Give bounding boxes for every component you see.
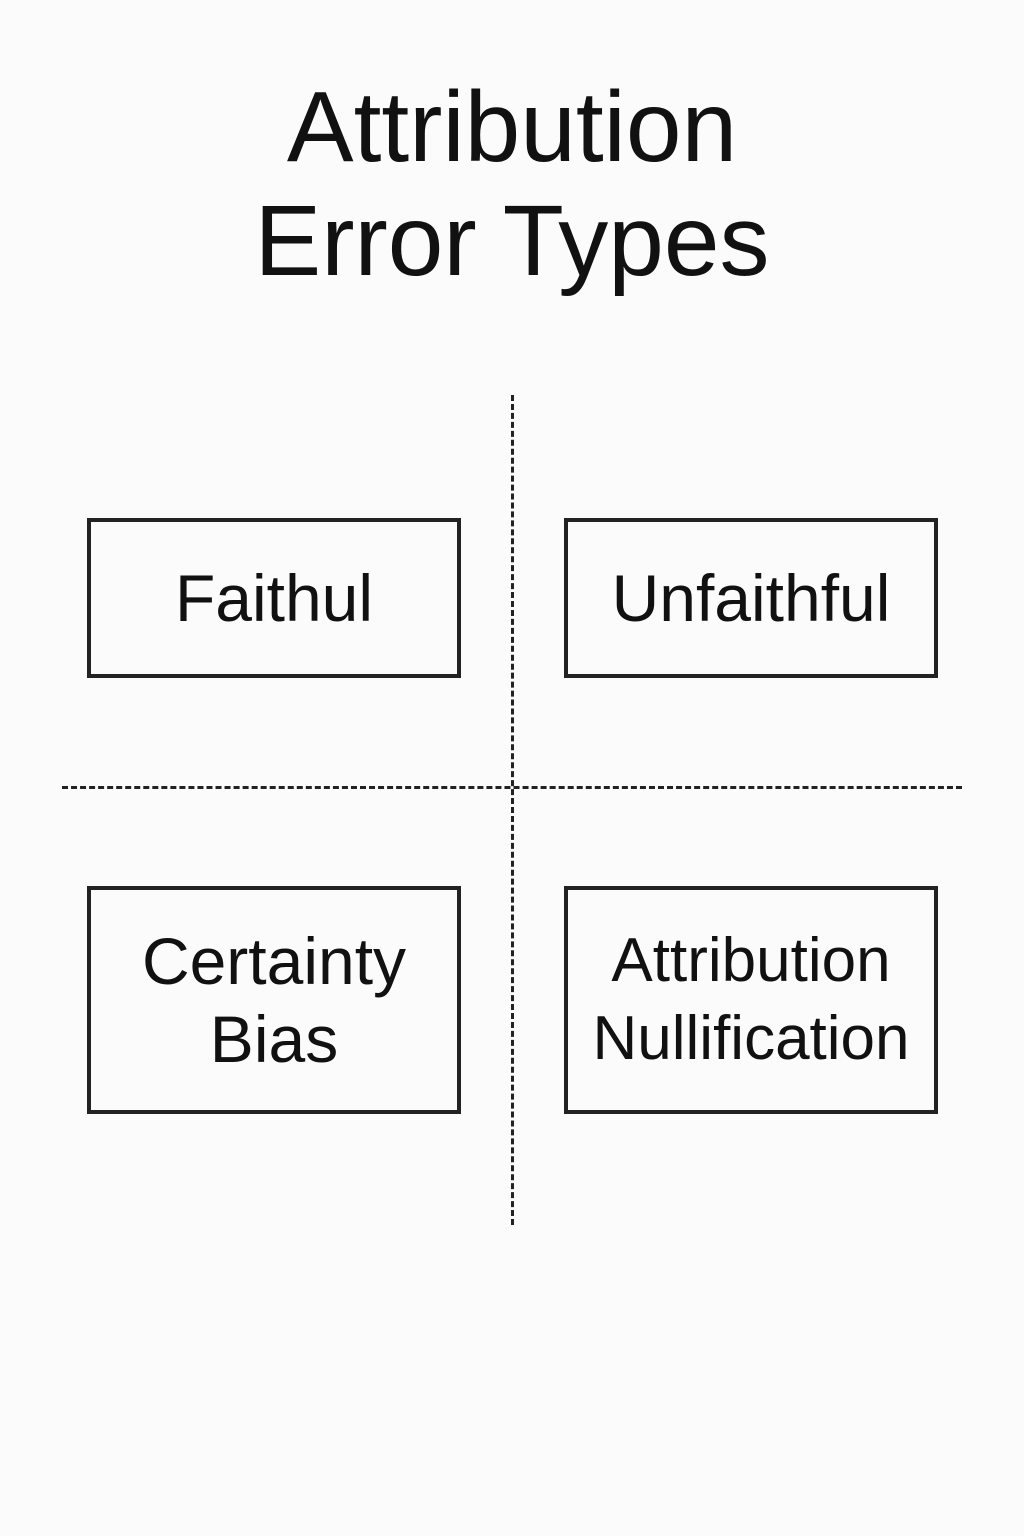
certainty-bias-line-1: Certainty (141, 924, 407, 998)
certainty-bias-line-2: Bias (209, 1002, 339, 1076)
faithful-label: Faithul (174, 561, 374, 635)
certainty-bias-label: Certainty Bias (142, 922, 406, 1078)
attribution-nullification-box: Attribution Nullification (564, 886, 938, 1114)
attribution-nullification-label: Attribution Nullification (592, 922, 909, 1078)
horizontal-dashed-divider (62, 786, 962, 789)
diagram-title: Attribution Error Types (0, 70, 1024, 298)
title-line-1: Attribution (286, 71, 738, 183)
attribution-nullification-line-1: Attribution (611, 926, 891, 995)
unfaithful-label: Unfaithful (611, 561, 891, 635)
vertical-dashed-divider (511, 395, 514, 1225)
unfaithful-box: Unfaithful (564, 518, 938, 678)
attribution-nullification-line-2: Nullification (592, 1004, 910, 1073)
faithful-box: Faithul (87, 518, 461, 678)
certainty-bias-box: Certainty Bias (87, 886, 461, 1114)
title-line-2: Error Types (254, 185, 770, 297)
